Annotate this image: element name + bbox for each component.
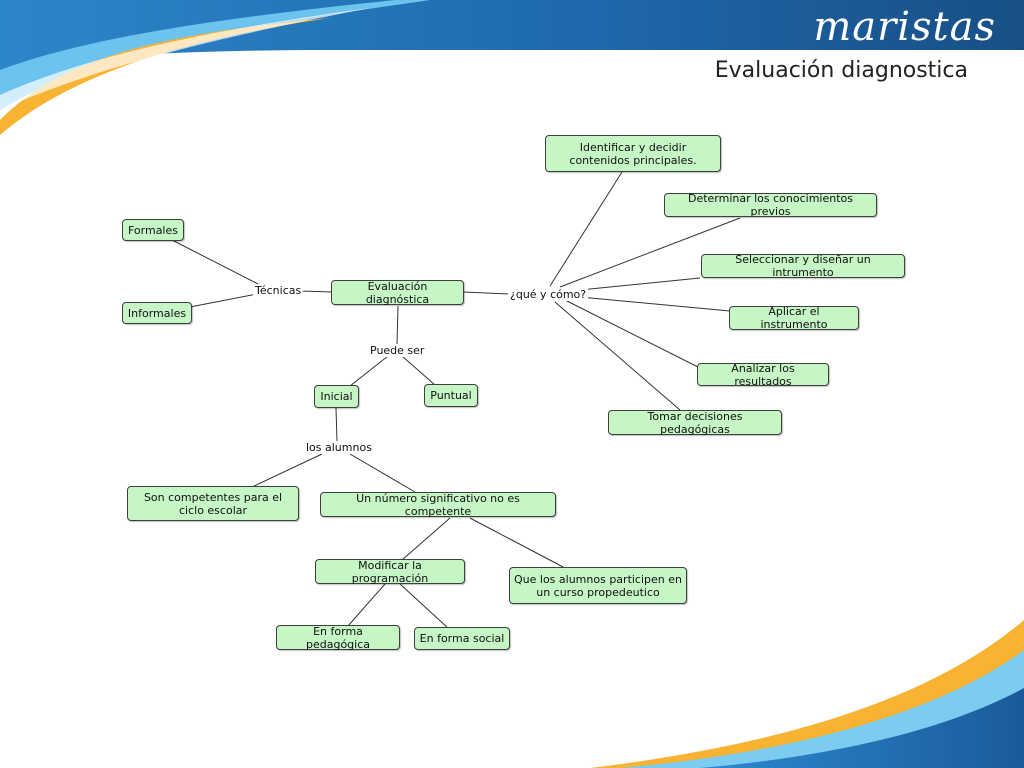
link-tecnicas-formales — [171, 239, 263, 287]
link-tecnicas-informales — [189, 292, 263, 308]
node-analizar: Analizar los resultados — [697, 362, 829, 388]
node-aplicar: Aplicar el instrumento — [729, 305, 859, 331]
link-central-puedeser — [396, 305, 399, 345]
link-tecnicas-central — [299, 290, 333, 293]
link-modificar-social — [399, 583, 449, 629]
brand-logo: maristas — [813, 4, 996, 50]
label-puede-ser: Puede ser — [368, 344, 427, 357]
node-identificar: Identificar y decidir contenidos princip… — [545, 135, 721, 172]
label-los-alumnos: los alumnos — [304, 441, 374, 454]
node-seleccionar: Seleccionar y diseñar un intrumento — [701, 253, 905, 279]
link-quecomo-aplicar — [579, 296, 731, 312]
node-en-forma-pedagogica: En forma pedagógica — [276, 625, 400, 651]
node-evaluacion-diagnostica: Evaluación diagnóstica — [331, 280, 464, 306]
node-tomar: Tomar decisiones pedagógicas — [608, 410, 782, 436]
link-alumnos-competentes — [251, 453, 323, 488]
link-modificar-pedagogica — [347, 583, 386, 627]
link-quecomo-determinar — [559, 217, 741, 288]
link-quecomo-tomar — [554, 301, 681, 411]
link-quecomo-seleccionar — [579, 277, 701, 291]
node-competentes: Son competentes para el ciclo escolar — [127, 486, 299, 521]
header-swoosh-light — [0, 0, 430, 110]
node-no-competente: Un número significativo no es competente — [320, 492, 556, 518]
slide-title: Evaluación diagnostica — [714, 58, 968, 83]
link-puedeser-puntual — [401, 355, 436, 386]
link-inicial-alumnos — [335, 407, 338, 442]
link-nocompetente-propedeutico — [469, 517, 566, 569]
node-modificar: Modificar la programación — [315, 559, 465, 585]
footer-swoosh-blue — [700, 688, 1024, 768]
link-quecomo-analizar — [564, 299, 699, 368]
node-inicial: Inicial — [314, 385, 359, 408]
node-puntual: Puntual — [424, 384, 478, 407]
label-que-y-como: ¿qué y cómo? — [508, 288, 589, 301]
link-nocompetente-modificar — [401, 517, 451, 561]
link-quecomo-identificar — [549, 171, 623, 287]
node-formales: Formales — [122, 219, 184, 241]
link-central-quecomo — [462, 291, 511, 295]
link-alumnos-nocompetente — [349, 453, 416, 493]
node-propedeutico: Que los alumnos participen en un curso p… — [509, 567, 687, 604]
node-informales: Informales — [122, 302, 192, 324]
label-tecnicas: Técnicas — [253, 284, 304, 297]
node-en-forma-social: En forma social — [414, 627, 510, 650]
link-puedeser-inicial — [349, 355, 389, 387]
node-determinar: Determinar los conocimientos previos — [664, 192, 877, 218]
